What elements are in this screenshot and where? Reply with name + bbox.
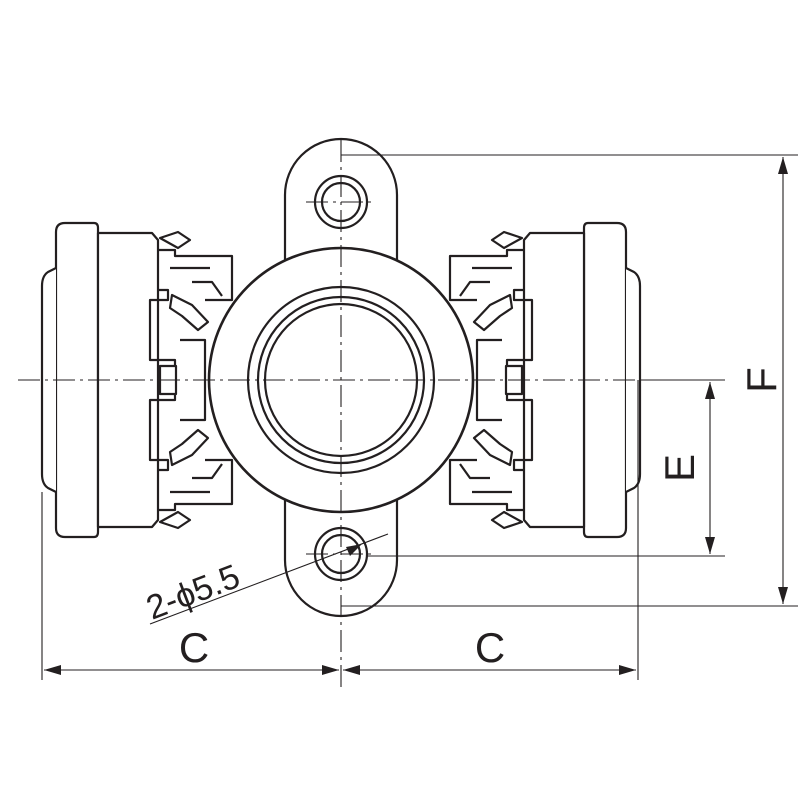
center-lines [18, 140, 670, 690]
dimension-c-right-label: C [475, 624, 505, 671]
dimension-c-left-label: C [179, 624, 209, 671]
dimension-e-label: E [656, 454, 703, 482]
dimension-c: C C [41, 380, 639, 680]
left-connector [40, 221, 234, 539]
hole-callout-label: 2-ϕ5.5 [141, 557, 245, 627]
dimension-f-label: F [738, 367, 785, 393]
dimension-e: E [367, 379, 725, 557]
mounting-flange [283, 137, 399, 618]
dimension-f: F [341, 154, 798, 607]
